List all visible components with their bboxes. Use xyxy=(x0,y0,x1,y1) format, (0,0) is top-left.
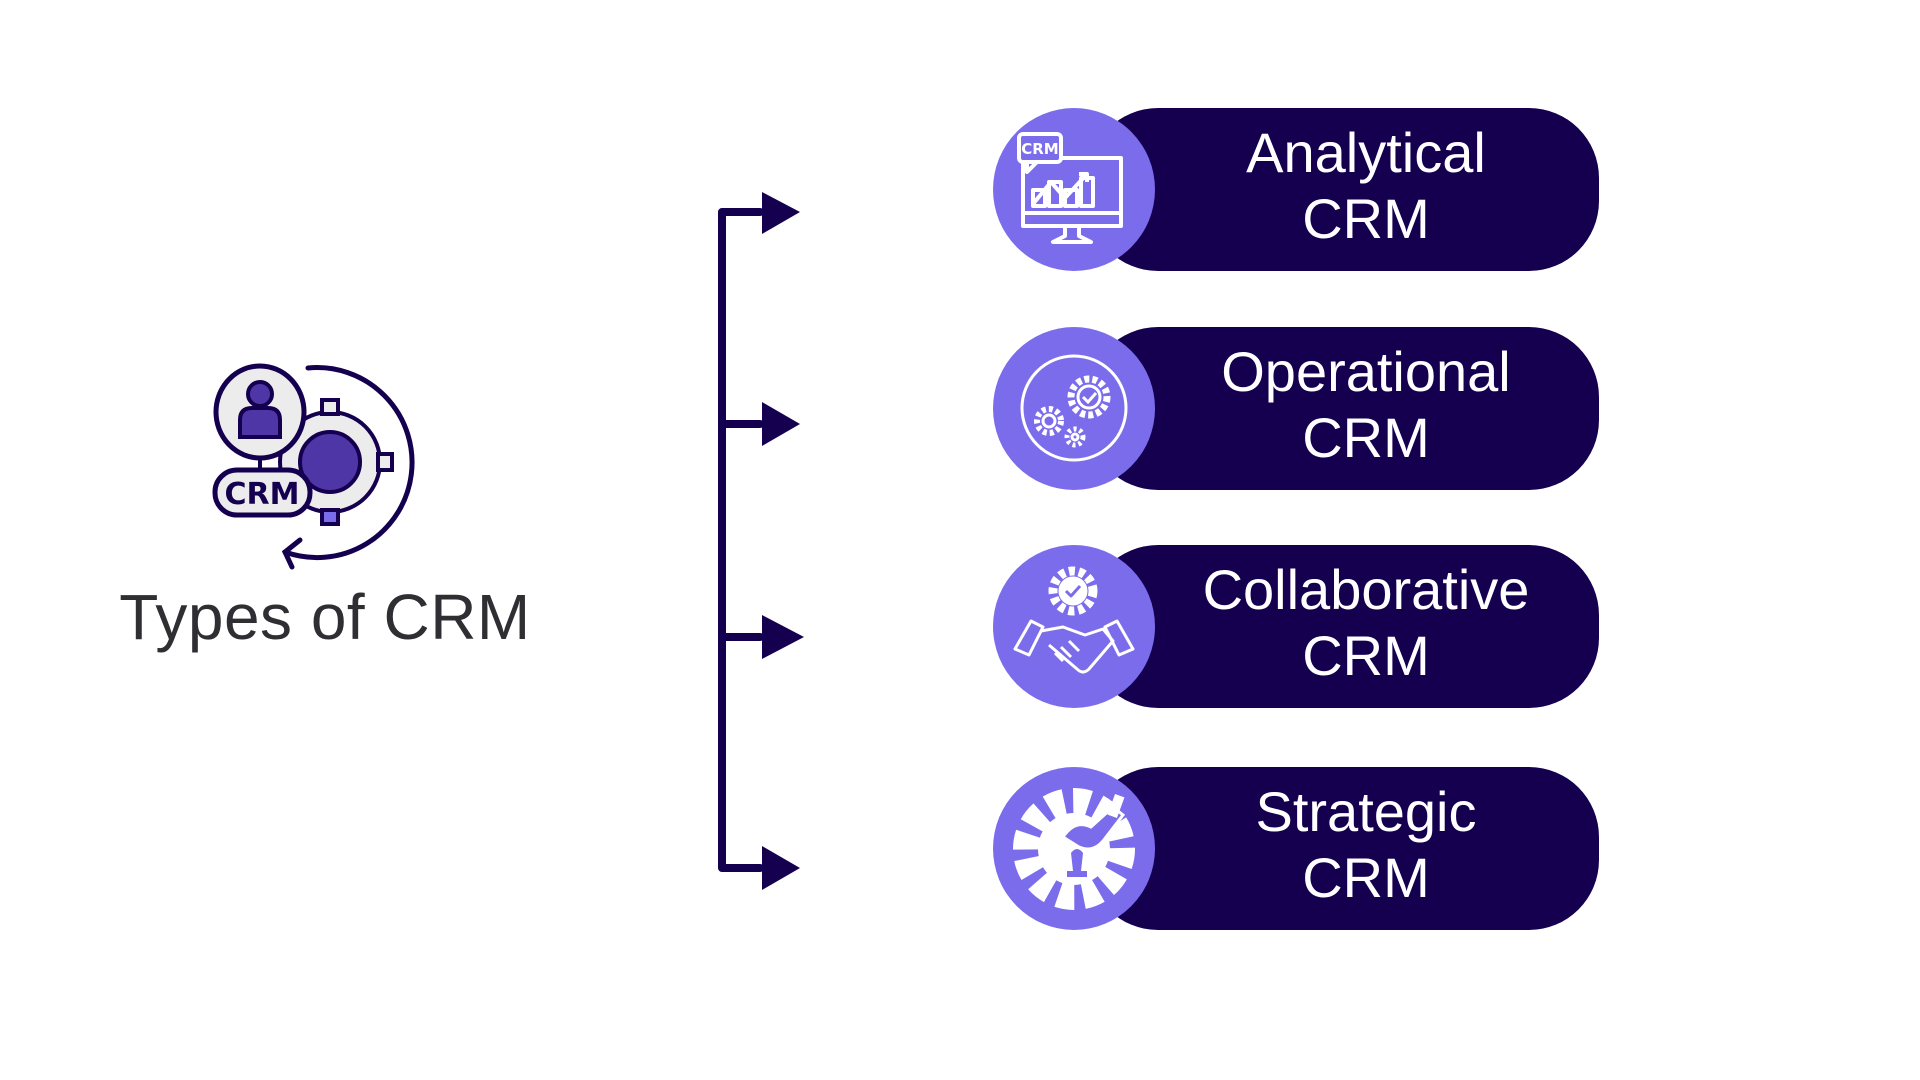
crm-user-gear-icon: CRM xyxy=(212,363,415,570)
hand-chess-gear-icon xyxy=(993,767,1155,930)
arrow-icon xyxy=(762,615,804,659)
label-pill xyxy=(1088,108,1599,271)
item-title: Operational xyxy=(1221,340,1511,403)
item-title: Analytical xyxy=(1246,121,1486,184)
label-pill xyxy=(1088,327,1599,490)
main-icon-text: CRM xyxy=(225,477,300,512)
item-title: Strategic xyxy=(1255,780,1477,843)
monitor-chart-icon: CRM xyxy=(993,108,1155,271)
arrow-icon xyxy=(762,402,800,446)
gears-check-icon xyxy=(993,327,1155,490)
page-title: Types of CRM xyxy=(119,581,531,653)
arrow-icon xyxy=(762,846,800,890)
item-subtitle: CRM xyxy=(1302,846,1430,909)
item-subtitle: CRM xyxy=(1302,406,1430,469)
icon-crm-text: CRM xyxy=(1021,140,1059,158)
label-pill xyxy=(1088,767,1599,930)
arrow-icon xyxy=(762,192,800,234)
handshake-gear-icon xyxy=(993,545,1155,708)
item-subtitle: CRM xyxy=(1302,187,1430,250)
item-title: Collaborative xyxy=(1202,558,1530,621)
label-pill xyxy=(1088,545,1599,708)
item-subtitle: CRM xyxy=(1302,624,1430,687)
